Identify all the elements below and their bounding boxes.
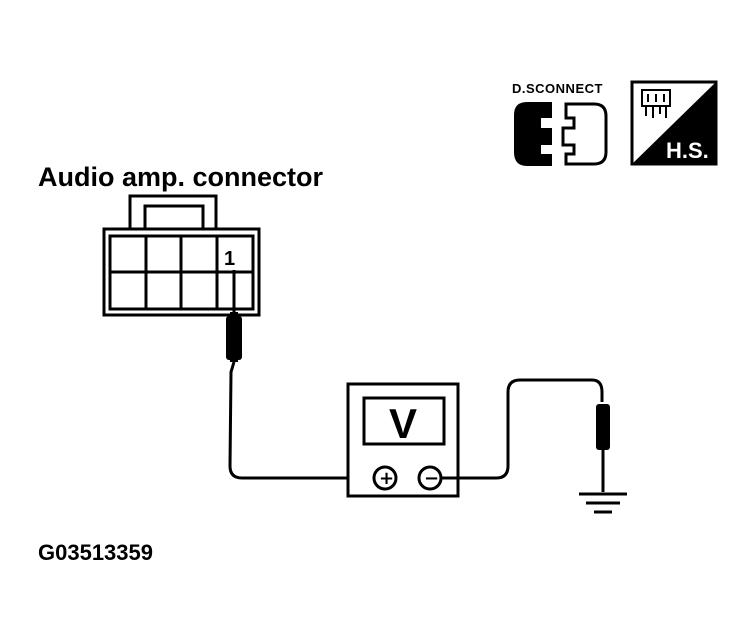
probe-icon: [596, 404, 610, 492]
meter-plus-label: +: [379, 468, 394, 489]
harness-side-icon: H.S.: [630, 80, 718, 166]
audio-amp-connector: 1: [102, 194, 261, 317]
meter-plus-terminal: [372, 465, 398, 491]
diagram-title: Audio amp. connector: [38, 162, 324, 192]
meter-minus-label: −: [424, 468, 439, 489]
harness-side-label: H.S.: [666, 138, 709, 163]
disconnect-label: D.SCONNECT: [512, 81, 603, 96]
positive-probe: [226, 270, 242, 362]
ground-icon: [579, 492, 627, 514]
figure-code: G03513359: [38, 540, 153, 565]
voltmeter-icon: V + −: [346, 382, 460, 498]
disconnect-icon: D.SCONNECT: [512, 81, 608, 166]
meter-label: V: [389, 400, 417, 447]
positive-lead: [228, 361, 372, 480]
pin-number-label: 1: [224, 248, 235, 270]
negative-lead: [441, 378, 604, 480]
